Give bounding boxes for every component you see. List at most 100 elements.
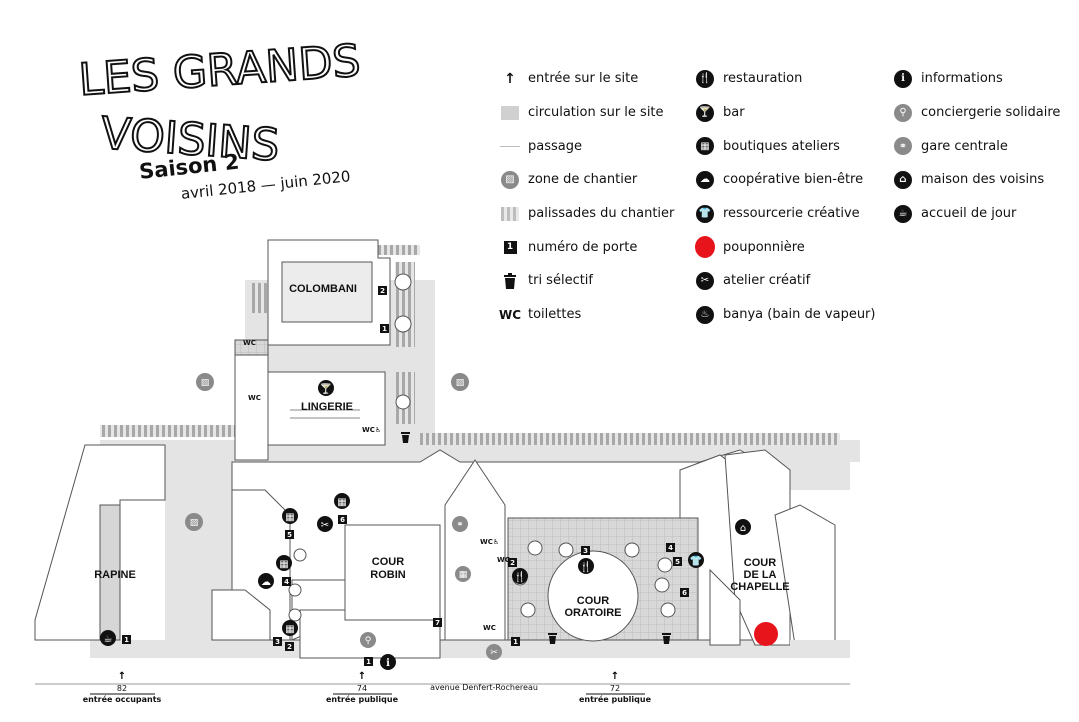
- station-icon: ⚭: [893, 136, 913, 156]
- shop-icon: ▦: [282, 620, 298, 636]
- tshirt-icon: 👕: [688, 552, 704, 568]
- entrance-72: ↑ 72 entrée publique: [579, 671, 652, 704]
- legend-item-porte: 1 numéro de porte: [500, 230, 674, 264]
- legend-item-informations: i informations: [893, 62, 1060, 96]
- svg-text:entrée publique: entrée publique: [579, 694, 652, 704]
- scissors-icon: ✂: [317, 516, 333, 532]
- grey-swatch-icon: [500, 103, 520, 123]
- svg-text:▦: ▦: [285, 624, 294, 635]
- svg-text:74: 74: [357, 684, 367, 693]
- pouponniere-marker: [754, 622, 778, 646]
- info-icon: i: [380, 654, 396, 670]
- steam-icon: ♨: [695, 305, 715, 325]
- svg-text:✂: ✂: [321, 520, 329, 531]
- house-icon: ⌂: [893, 170, 913, 190]
- svg-text:3: 3: [583, 547, 588, 555]
- bar-icon: 🍸: [318, 380, 334, 396]
- svg-text:WC: WC: [483, 624, 496, 632]
- svg-text:🍴: 🍴: [514, 570, 526, 583]
- svg-text:4: 4: [284, 578, 289, 586]
- svg-text:👕: 👕: [690, 555, 702, 567]
- wellness-icon: ☁: [695, 170, 715, 190]
- legend-item-palissades: palissades du chantier: [500, 197, 674, 231]
- line-swatch-icon: [500, 136, 520, 156]
- svg-text:i: i: [386, 658, 390, 669]
- legend-column-3: i informations ⚲ conciergerie solidaire …: [893, 62, 1060, 230]
- door-number-icon: 1: [500, 237, 520, 257]
- shop-icon: ▦: [282, 508, 298, 524]
- day-care-icon: ☕: [100, 630, 116, 646]
- legend-item-restauration: 🍴 restauration: [695, 62, 875, 96]
- arrow-up-icon: ↑: [504, 70, 516, 87]
- svg-text:6: 6: [682, 589, 687, 597]
- svg-text:72: 72: [610, 684, 620, 693]
- label-cour-chapelle-1: COUR: [744, 557, 776, 569]
- svg-text:2: 2: [380, 287, 385, 295]
- legend-item-conciergerie: ⚲ conciergerie solidaire: [893, 96, 1060, 130]
- construction-zone-icon: ▨: [185, 513, 203, 531]
- legend-item-gare: ⚭ gare centrale: [893, 129, 1060, 163]
- svg-text:☕: ☕: [104, 634, 113, 645]
- wc-icon: WC: [498, 307, 522, 322]
- red-dot-icon: [695, 236, 715, 259]
- legend-item-chantier: ▨ zone de chantier: [500, 163, 674, 197]
- svg-text:6: 6: [340, 516, 345, 524]
- trees: [288, 273, 676, 622]
- cour-oratoire-area: [507, 517, 699, 642]
- trash-icon: [500, 271, 520, 291]
- svg-text:🍴: 🍴: [580, 560, 592, 573]
- legend-item-entree: ↑ entrée sur le site: [500, 62, 674, 96]
- legend-item-maison: ⌂ maison des voisins: [893, 163, 1060, 197]
- svg-text:WC♿: WC♿: [362, 426, 381, 434]
- arrow-up-icon: ↑: [358, 671, 366, 682]
- construction-zone-icon: ▨: [196, 373, 214, 391]
- legend-column-1: ↑ entrée sur le site circulation sur le …: [498, 62, 674, 332]
- construction-zone-icon: ▨: [500, 170, 520, 190]
- svg-text:▦: ▦: [459, 570, 468, 580]
- svg-text:▨: ▨: [190, 518, 199, 528]
- house-icon: ⌂: [735, 519, 751, 535]
- svg-text:WC: WC: [243, 339, 256, 347]
- grey-icons: ▨ ▨ ▨ ⚭ ▦ ⚲ ✂: [185, 373, 502, 660]
- shop-icon: ▦: [334, 493, 350, 509]
- door-numbers: 2 1 6 5 4 3 2 7 1 1 2 3 4 5 6 1: [122, 286, 689, 666]
- legend-item-tri: tri sélectif: [500, 264, 674, 298]
- shop-icon: ▦: [695, 136, 715, 156]
- legend-column-2: 🍴 restauration 🍸 bar ▦ boutiques atelier…: [695, 62, 875, 332]
- info-icon: i: [893, 69, 913, 89]
- svg-text:▦: ▦: [285, 512, 294, 523]
- street-name: avenue Denfert-Rochereau: [430, 683, 538, 692]
- svg-text:WC: WC: [248, 394, 261, 402]
- fork-knife-icon: 🍴: [578, 558, 594, 574]
- wc-labels: WC WC WC♿ WC♿ WC WC: [243, 339, 510, 632]
- trash-icon: [548, 633, 557, 644]
- svg-text:5: 5: [675, 558, 680, 566]
- shop-icon: ▦: [276, 555, 292, 571]
- svg-text:☁: ☁: [261, 577, 271, 588]
- concierge-icon: ⚲: [893, 103, 913, 123]
- svg-text:WC: WC: [497, 556, 510, 564]
- legend-item-banya: ♨ banya (bain de vapeur): [695, 298, 875, 332]
- svg-text:2: 2: [510, 559, 515, 567]
- svg-text:2: 2: [287, 643, 292, 651]
- svg-text:3: 3: [275, 638, 280, 646]
- svg-text:entrée occupants: entrée occupants: [83, 694, 162, 704]
- svg-text:▦: ▦: [279, 559, 288, 570]
- svg-text:4: 4: [668, 544, 673, 552]
- svg-text:1: 1: [513, 638, 518, 646]
- station-icon: ⚭: [452, 516, 468, 532]
- trash-icons: [401, 432, 671, 644]
- wellness-icon: ☁: [258, 573, 274, 589]
- legend-item-accueil: ☕ accueil de jour: [893, 197, 1060, 231]
- map-icons: 🍸 ▦ ▦ ✂ ▦ ☁ ▦ 🍴 🍴 👕 ⌂ ☕ i: [100, 380, 751, 670]
- legend-item-boutiques: ▦ boutiques ateliers: [695, 129, 875, 163]
- label-cour-chapelle-2: DE LA: [744, 569, 777, 581]
- svg-text:⚲: ⚲: [365, 636, 372, 646]
- svg-text:1: 1: [124, 636, 129, 644]
- les-grands-voisins-logo: LES GRANDS VOISINS: [80, 40, 363, 172]
- entrance-74: ↑ 74 entrée publique: [326, 671, 399, 704]
- legend-item-bien-etre: ☁ coopérative bien-être: [695, 163, 875, 197]
- svg-text:WC♿: WC♿: [480, 538, 499, 546]
- label-cour-oratoire-1: COUR: [577, 595, 609, 607]
